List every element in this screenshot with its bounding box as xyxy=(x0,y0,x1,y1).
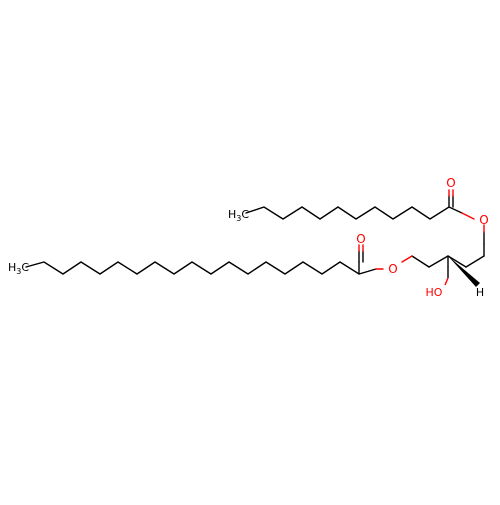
stereo-hydrogen-label: H xyxy=(476,286,484,299)
atom-labels: H3C H3C O O O O HO H xyxy=(8,176,489,299)
upper-ester-oxygen-label: O xyxy=(479,213,488,227)
upper-chain-bonds xyxy=(245,206,463,220)
hydroxyl-label: HO xyxy=(426,286,443,299)
upper-methyl-label: H3C xyxy=(228,208,249,223)
upper-oxygen-bonds xyxy=(448,189,475,220)
lower-carbonyl-oxygen-label: O xyxy=(356,232,365,246)
lower-ester-oxygen-label: O xyxy=(388,262,397,276)
upper-carbonyl-oxygen-label: O xyxy=(446,176,455,190)
hashed-wedge-bond xyxy=(448,256,480,287)
lower-chain-bonds xyxy=(25,261,377,275)
lower-acyl-chain xyxy=(25,250,377,275)
stereocenter xyxy=(444,256,480,287)
lower-methyl-label: H3C xyxy=(8,261,29,276)
lower-oxygen-bonds xyxy=(358,244,384,270)
ester-oxygen-bonds xyxy=(401,224,485,263)
upper-acyl-chain xyxy=(245,195,463,220)
